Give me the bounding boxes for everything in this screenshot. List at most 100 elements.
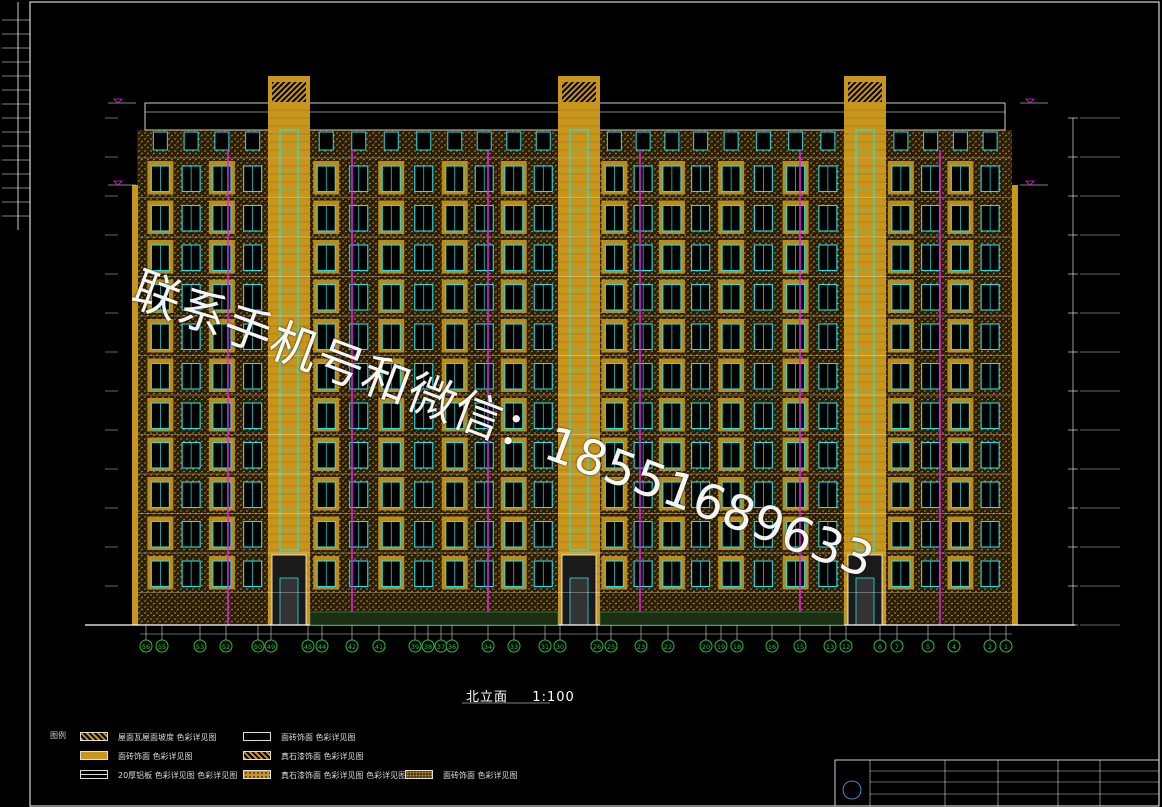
axis-label: 41 — [375, 643, 383, 651]
right-wing — [1012, 185, 1018, 625]
axis-bubble — [193, 639, 207, 653]
drawing-title-name: 北立面 — [466, 690, 509, 705]
attic-window — [982, 131, 998, 151]
entrance-door — [279, 577, 299, 626]
attic-window — [606, 131, 622, 151]
axis-label: 34 — [484, 643, 492, 651]
title-block — [834, 759, 1160, 807]
axis-label: 18 — [733, 643, 741, 651]
legend-swatch-empty — [243, 732, 271, 741]
attic-window — [693, 131, 709, 151]
axis-bubble — [538, 639, 552, 653]
axis-label: 56 — [142, 643, 150, 651]
axis-label: 16 — [768, 643, 776, 651]
axis-bubble — [155, 639, 169, 653]
axis-bubble — [999, 639, 1013, 653]
axis-label: 2 — [988, 643, 992, 651]
axis-bubble — [765, 639, 779, 653]
axis-bubble — [408, 639, 422, 653]
tower-roof-band — [272, 82, 306, 102]
left-wing — [132, 185, 138, 625]
planter-strip — [599, 611, 845, 626]
title-block-logo — [842, 780, 862, 800]
axis-label: 12 — [842, 643, 850, 651]
attic-window — [383, 131, 399, 151]
axis-bubble — [507, 639, 521, 653]
axis-bubble — [730, 639, 744, 653]
tower-window-strip — [855, 129, 875, 551]
axis-bubble — [947, 639, 961, 653]
axis-bubble — [481, 639, 495, 653]
axis-bubble — [873, 639, 887, 653]
axis-label: 50 — [254, 643, 262, 651]
axis-label: 15 — [796, 643, 804, 651]
drawing-title: 北立面 1:100 — [466, 686, 575, 705]
level-triangle — [113, 98, 123, 104]
axis-label: 49 — [267, 643, 275, 651]
axis-bubble — [264, 639, 278, 653]
planter-strip — [309, 611, 559, 626]
axis-label: 42 — [348, 643, 356, 651]
axis-label: 39 — [411, 643, 419, 651]
axis-label: 5 — [926, 643, 930, 651]
axis-label: 38 — [424, 643, 432, 651]
axis-label: 30 — [556, 643, 564, 651]
legend-label-7: 面砖饰面 色彩详见图 — [443, 771, 518, 780]
axis-label: 55 — [158, 643, 166, 651]
axis-bubble — [983, 639, 997, 653]
axis-bubble — [345, 639, 359, 653]
stair-tower — [558, 76, 600, 625]
legend-swatch-dark-dots — [405, 770, 433, 779]
axis-bubble — [634, 639, 648, 653]
axis-label: 1 — [1004, 643, 1008, 651]
legend-label-2: 面砖饰面 色彩详见图 — [118, 752, 193, 761]
axis-label: 26 — [593, 643, 601, 651]
attic-window — [535, 131, 551, 151]
stair-tower — [844, 76, 886, 625]
legend-label-4: 面砖饰面 色彩详见图 — [281, 733, 356, 742]
attic-window — [664, 131, 680, 151]
axis-label: 7 — [895, 643, 899, 651]
legend-label-3: 20厚铝板 色彩详见图 色彩详见图 — [118, 771, 238, 780]
axis-label: 19 — [717, 643, 725, 651]
drawing-frame — [29, 1, 1160, 807]
axis-label: 4 — [952, 643, 956, 651]
axis-bubble — [921, 639, 935, 653]
axis-label: 20 — [702, 643, 710, 651]
axis-label: 44 — [318, 643, 326, 651]
legend-label-5: 真石漆饰面 色彩详见图 — [281, 752, 364, 761]
drawing-scale: 1:100 — [532, 690, 575, 705]
attic-window — [183, 131, 199, 151]
axis-bubble — [604, 639, 618, 653]
axis-label: 37 — [437, 643, 445, 651]
legend-swatch-gold — [80, 751, 108, 760]
legend-swatch-lines — [80, 770, 108, 779]
tower-roof-band — [562, 82, 596, 102]
attic-window — [893, 131, 909, 151]
legend-label-1: 屋面瓦屋面坡度 色彩详见图 — [118, 733, 217, 742]
attic-window — [416, 131, 432, 151]
axis-bubble — [890, 639, 904, 653]
attic-window — [506, 131, 522, 151]
tower-window-strip — [279, 129, 299, 551]
tower-roof-band — [848, 82, 882, 102]
legend-label-6: 真石漆饰面 色彩详见图 色彩详见图 — [281, 771, 407, 780]
tower-window-strip — [569, 129, 589, 551]
attic-window — [723, 131, 739, 151]
legend-swatch-hatch-2 — [243, 751, 271, 760]
axis-bubble — [372, 639, 386, 653]
axis-bubble — [139, 639, 153, 653]
axis-bubble — [590, 639, 604, 653]
axis-label: 31 — [541, 643, 549, 651]
axis-bubble — [699, 639, 713, 653]
axis-bubble — [714, 639, 728, 653]
axis-bubble — [251, 639, 265, 653]
axis-bubble — [421, 639, 435, 653]
axis-bubble — [839, 639, 853, 653]
attic-window — [635, 131, 651, 151]
axis-label: 53 — [196, 643, 204, 651]
axis-label: 8 — [878, 643, 882, 651]
axis-label: 22 — [664, 643, 672, 651]
legend-swatch-hatch — [80, 732, 108, 741]
axis-bubble — [315, 639, 329, 653]
